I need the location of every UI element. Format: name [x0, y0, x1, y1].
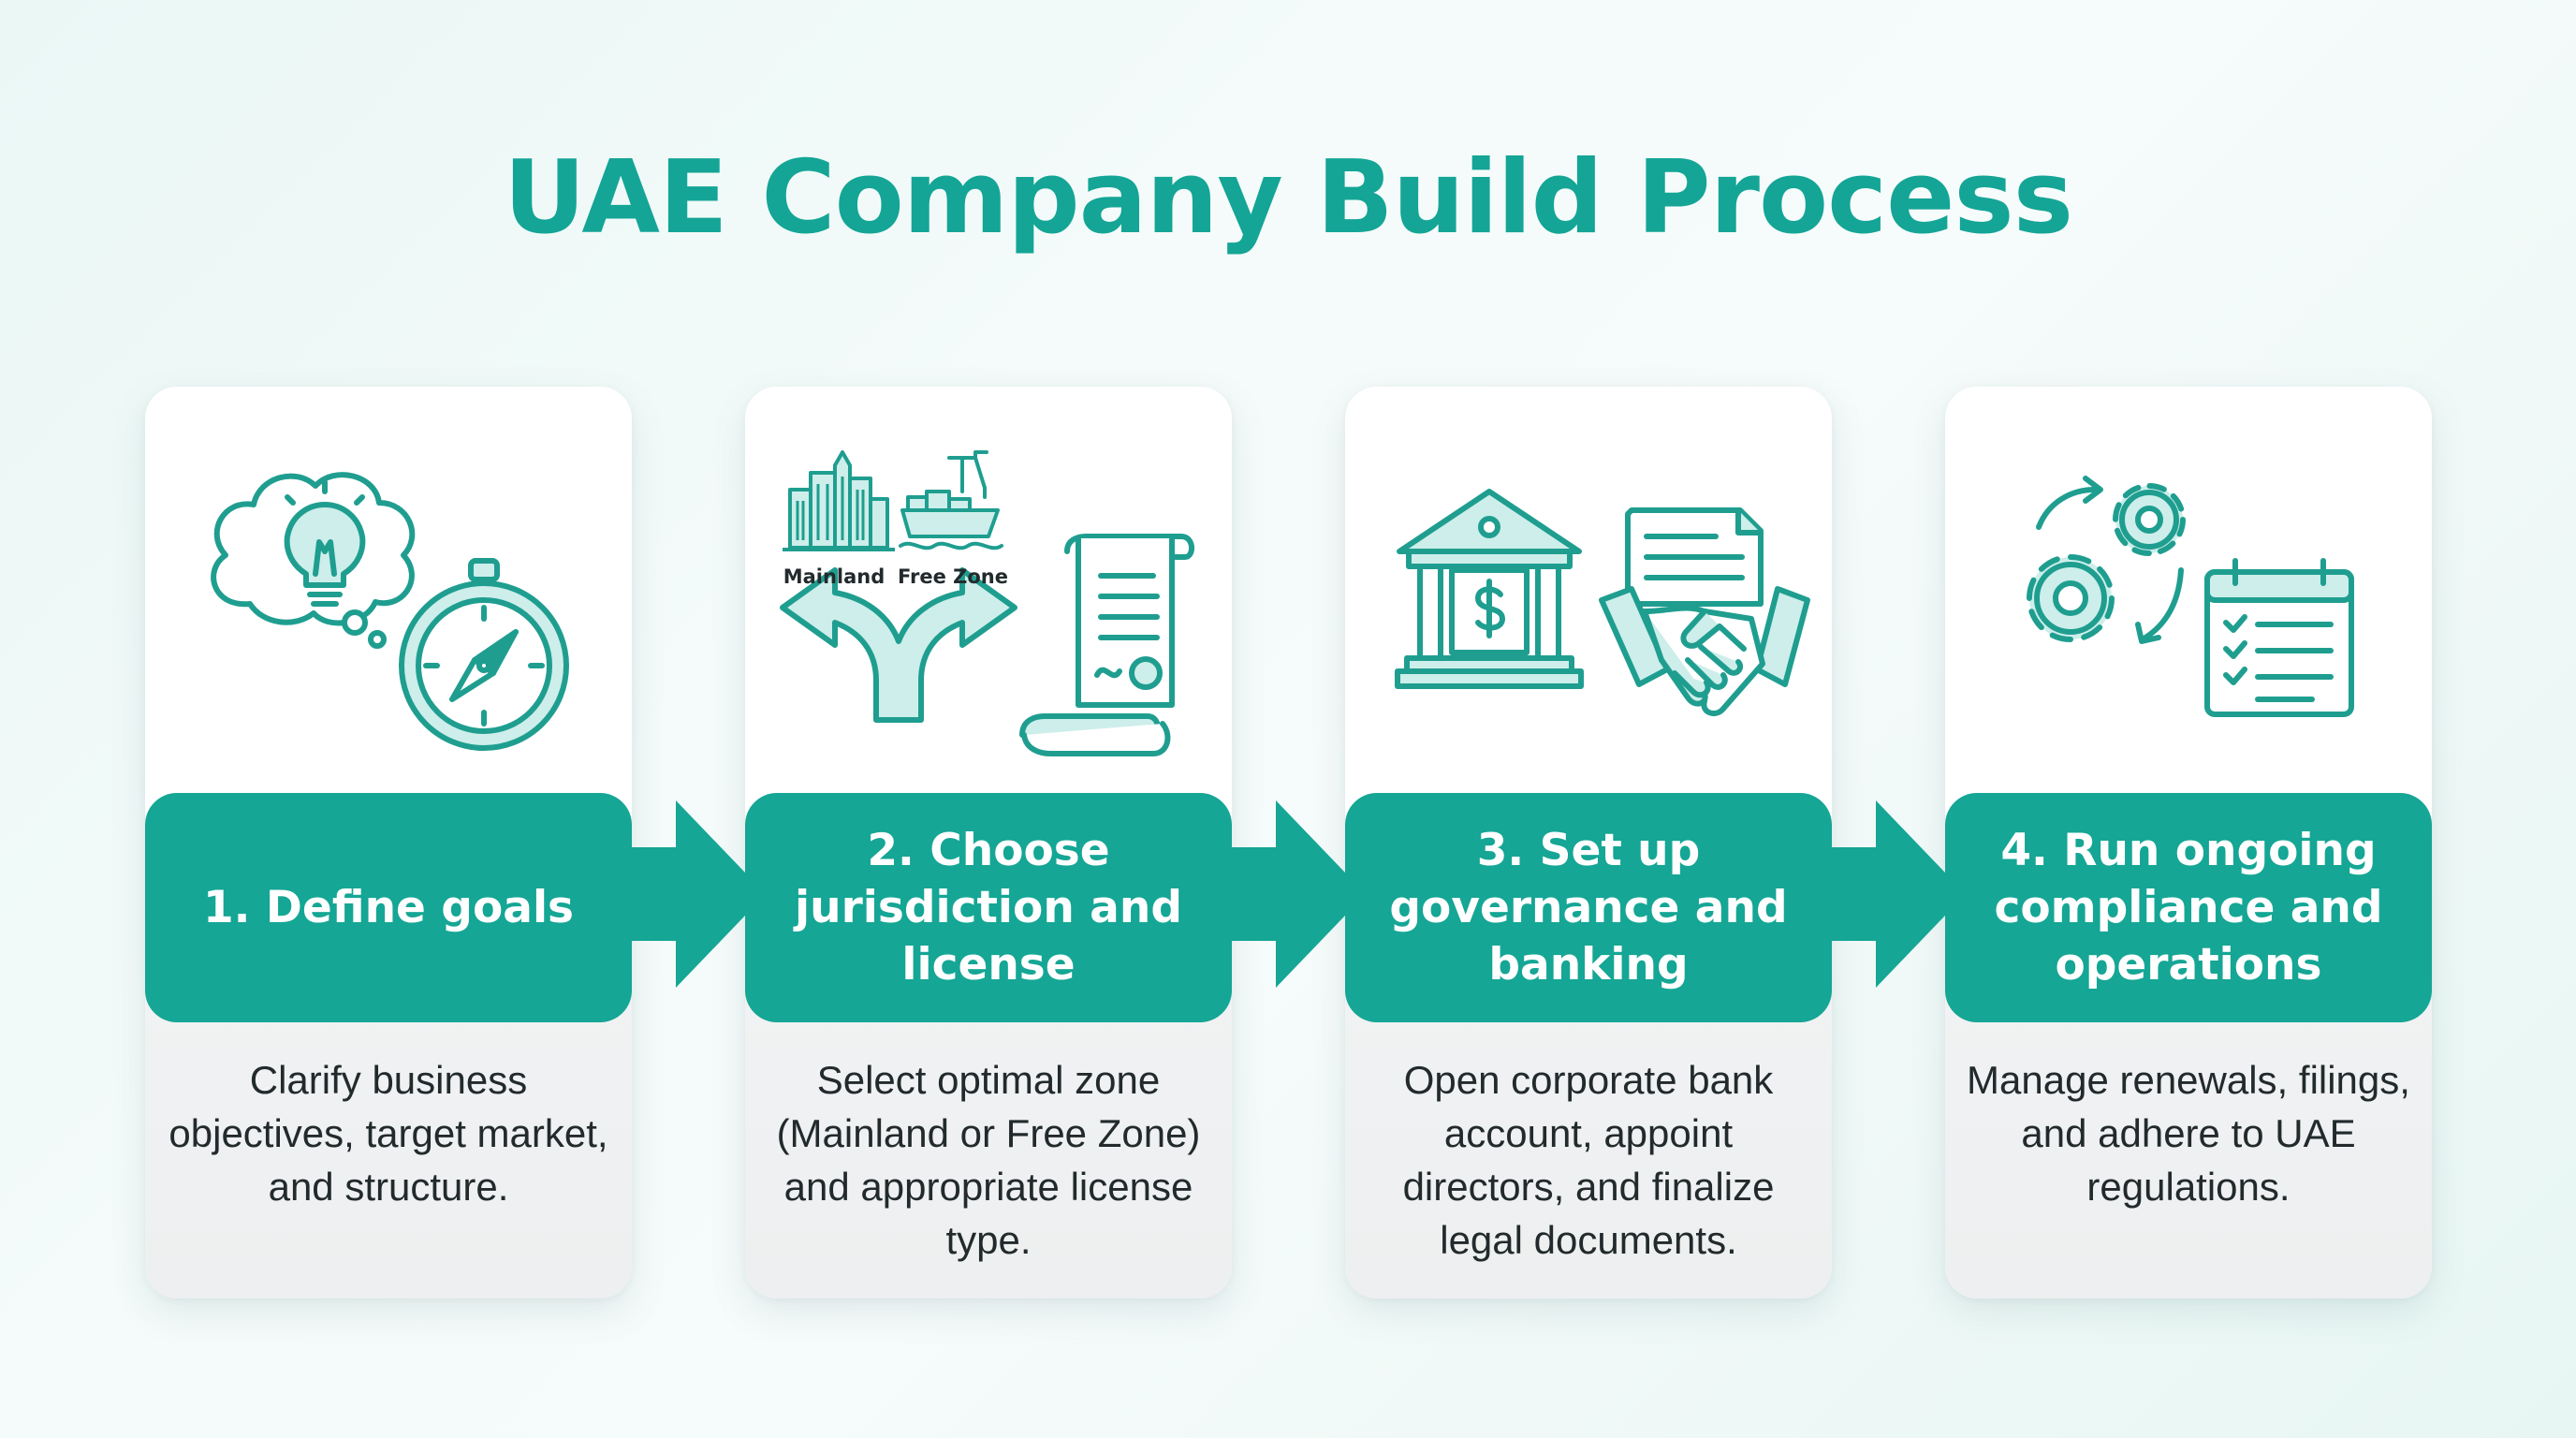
port-ship-icon [899, 450, 1003, 550]
step-4-description: Manage renewals, filings, and adhere to … [1967, 1058, 2410, 1209]
step-1-description: Clarify business objectives, target mark… [168, 1058, 608, 1209]
arrow-2-to-3 [1227, 800, 1366, 988]
step-2-label-text: 2. Choose jurisdiction and license [795, 825, 1182, 990]
step-2-illustration: Mainland Free Zone [780, 450, 1194, 756]
city-buildings-icon [783, 450, 895, 551]
thought-cloud-lightbulb-icon [211, 472, 416, 649]
bank-icon [1395, 489, 1584, 689]
arrow-3-to-4 [1827, 800, 1966, 988]
mainland-label: Mainland [783, 565, 886, 588]
step-3-label: 3. Set up governance and banking [1345, 793, 1832, 1022]
step-1-illustration [211, 472, 569, 751]
page-title: UAE Company Build Process [504, 139, 2073, 257]
step-3-label-text: 3. Set up governance and banking [1389, 825, 1788, 990]
step-4-illustration [2027, 476, 2354, 717]
step-2-description: Select optimal zone (Mainland or Free Zo… [776, 1058, 1201, 1262]
step-1-icons [145, 387, 632, 789]
step-4-label: 4. Run ongoing compliance and operations [1945, 793, 2432, 1022]
document-icon [1625, 507, 1764, 607]
split-arrow-icon [780, 567, 1017, 723]
step-2-label: 2. Choose jurisdiction and license [745, 793, 1232, 1022]
license-scroll-icon [1019, 534, 1194, 756]
step-3-icons [1345, 387, 1832, 789]
calendar-checklist-icon [2204, 558, 2354, 717]
step-4-icons [1945, 387, 2432, 789]
handshake-icon [1599, 586, 1810, 717]
step-3-description: Open corporate bank account, appoint dir… [1402, 1058, 1775, 1262]
step-1-label-text: 1. Define goals [202, 882, 575, 933]
step-2-icons: Mainland Free Zone [745, 387, 1232, 789]
gears-cycle-icon [2027, 476, 2186, 644]
arrow-1-to-2 [627, 800, 766, 988]
step-3-illustration [1395, 489, 1810, 717]
compass-icon [399, 558, 569, 751]
free-zone-label: Free Zone [898, 565, 1008, 588]
step-4-label-text: 4. Run ongoing compliance and operations [1994, 825, 2383, 990]
step-1-label: 1. Define goals [145, 793, 632, 1022]
